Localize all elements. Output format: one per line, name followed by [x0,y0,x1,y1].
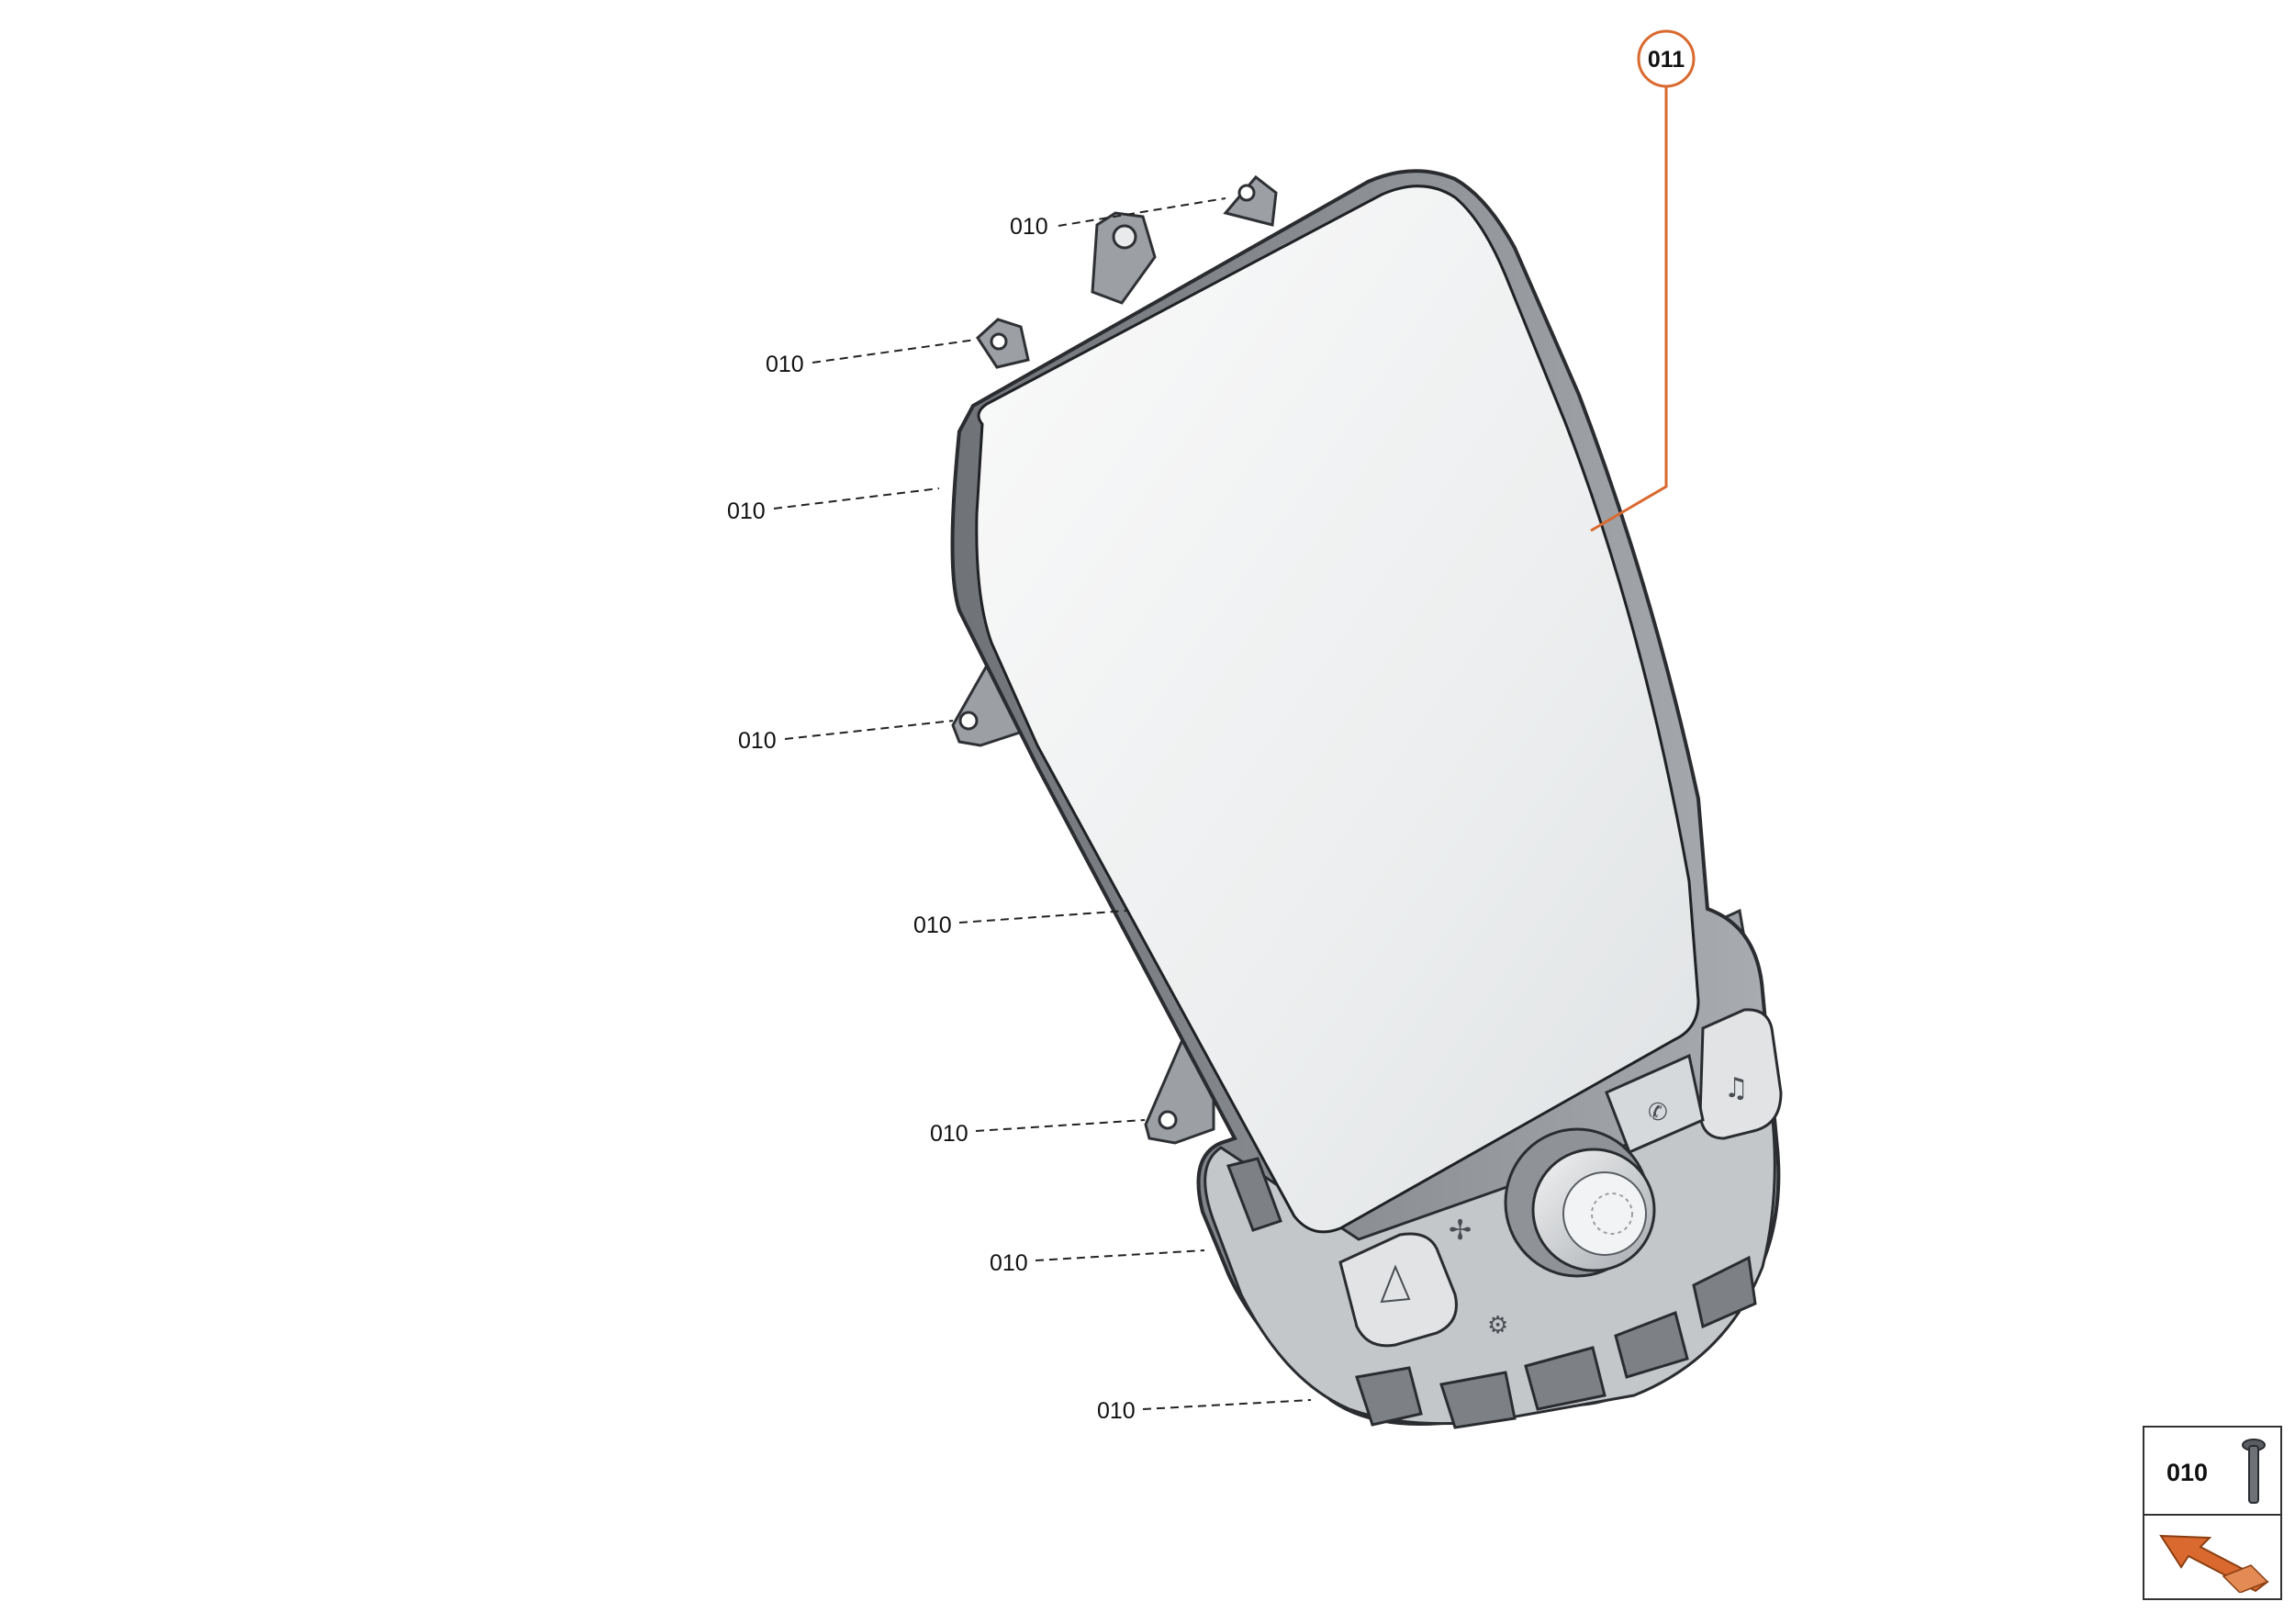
rotary-knob [1504,1127,1656,1278]
callout-label: 010 [766,352,804,377]
parts-legend: 010 [2143,1426,2282,1600]
callout-leader-lines [773,197,1312,1410]
callout-label: 010 [738,728,777,754]
phone-icon: ✆ [1648,1099,1668,1126]
control-buttons: ♫ ✆ ✢ ⚙ [1338,1008,1783,1348]
air-vents [1226,1157,1757,1429]
callout-label: 010 [1010,214,1048,240]
callout-labels: 010 010 010 010 010 010 010 010 [727,214,1136,1424]
main-callout-label: 011 [1648,47,1685,73]
callout-label: 010 [990,1250,1028,1276]
navigation-arrow-icon [1380,1264,1411,1304]
display-screen [975,185,1700,1234]
callout-label: 010 [913,913,952,938]
screw-icon [2242,1439,2266,1504]
callout-label: 010 [1097,1398,1136,1424]
fan-icon: ✢ [1449,1215,1472,1247]
settings-gear-icon: ⚙ [1487,1312,1508,1339]
callout-label: 010 [930,1121,968,1147]
legend-part-row: 010 [2144,1428,2280,1516]
callout-label: 010 [727,498,766,524]
legend-part-label: 010 [2166,1459,2209,1486]
orange-arrow-icon [2159,1534,2269,1593]
main-callout: 011 [1590,29,1696,532]
music-note-icon: ♫ [1724,1072,1749,1104]
